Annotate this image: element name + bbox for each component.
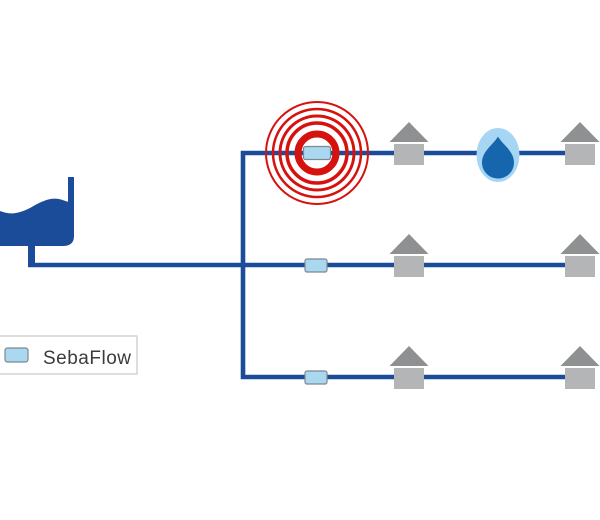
- house-roof: [389, 122, 429, 142]
- tank-wall: [68, 177, 74, 209]
- house-icon: [389, 346, 429, 389]
- house-icon: [560, 234, 600, 277]
- legend-label: SebaFlow: [43, 348, 132, 369]
- house-roof: [389, 234, 429, 254]
- house-icon: [389, 122, 429, 165]
- house-icon: [389, 234, 429, 277]
- leak-signal-rings-icon: [265, 101, 369, 205]
- sebaflow-sensor-icon-top: [302, 145, 332, 161]
- house-icon: [560, 346, 600, 389]
- sebaflow-sensor-icon-middle: [304, 258, 328, 273]
- leak-ring-3: [278, 114, 356, 192]
- sebaflow-sensor-icon-bottom: [304, 370, 328, 385]
- water-drop-icon: [476, 128, 520, 182]
- tank-stem: [28, 241, 35, 267]
- reservoir-tank-icon: [0, 177, 74, 267]
- house-icon: [560, 122, 600, 165]
- leak-ring-1: [294, 130, 340, 176]
- house-body: [394, 144, 424, 165]
- leak-ring-4: [271, 107, 363, 199]
- water-drop: [482, 136, 514, 179]
- legend: SebaFlow: [0, 335, 138, 375]
- house-body: [394, 256, 424, 277]
- sebaflow-sensor-icon-legend: [4, 347, 29, 363]
- leak-ring-5: [265, 101, 369, 205]
- house-roof: [560, 346, 600, 366]
- house-roof: [389, 346, 429, 366]
- house-body: [565, 256, 595, 277]
- house-body: [394, 368, 424, 389]
- tank-water: [0, 198, 74, 246]
- leak-ring-2: [285, 121, 349, 185]
- house-body: [565, 144, 595, 165]
- house-roof: [560, 122, 600, 142]
- house-body: [565, 368, 595, 389]
- house-roof: [560, 234, 600, 254]
